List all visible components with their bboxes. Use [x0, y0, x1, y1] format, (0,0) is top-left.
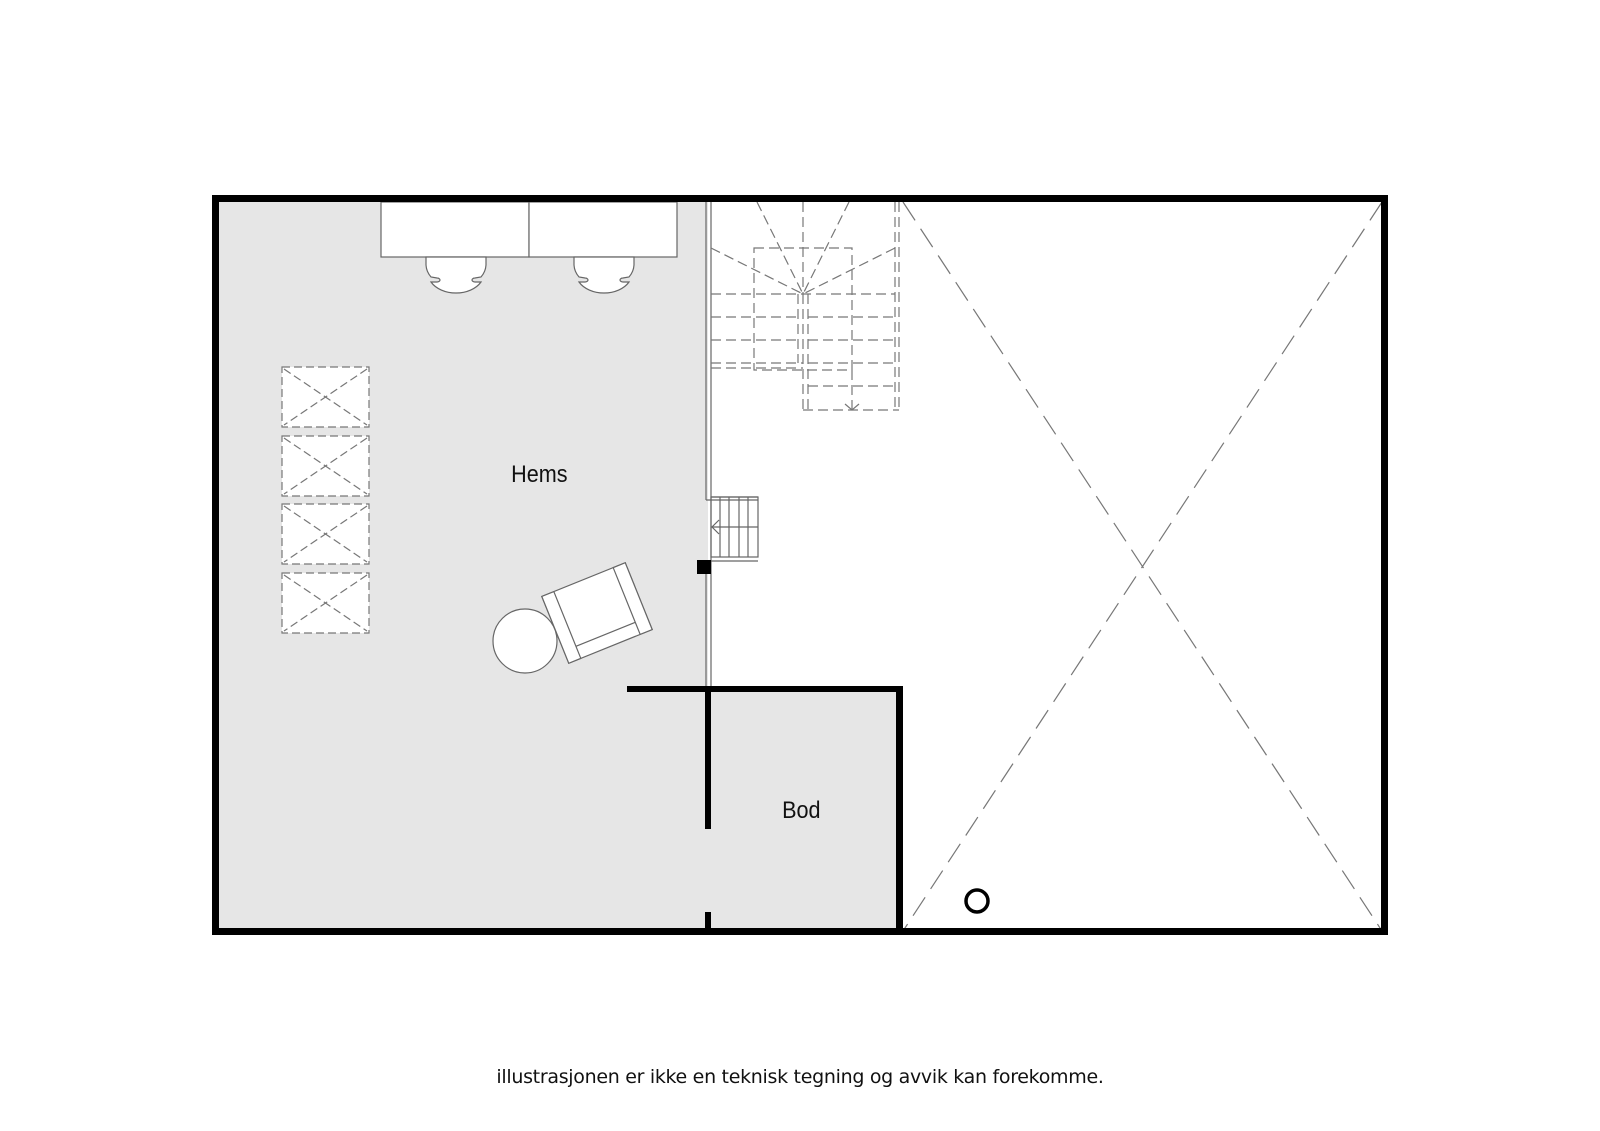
railing	[705, 202, 758, 689]
skylight-icon	[281, 435, 370, 497]
disclaimer-text: illustrasjonen er ikke en teknisk tegnin…	[496, 1066, 1104, 1088]
walls	[212, 195, 1388, 935]
wall-bod-door-stub	[705, 912, 711, 932]
wall-left	[212, 195, 219, 935]
wall-bottom	[212, 928, 1388, 935]
skylights	[281, 366, 370, 634]
hems-room	[216, 199, 708, 931]
armchair-icon	[541, 561, 653, 665]
wall-bod-top	[627, 686, 903, 692]
ladder-stair-icon	[710, 496, 759, 562]
pipe-icon	[964, 888, 990, 914]
staircase-icon	[710, 201, 900, 411]
skylight-icon	[281, 503, 370, 565]
wall-bod-left	[705, 686, 711, 829]
open-area-lower	[899, 692, 1384, 931]
office-chair-icon	[425, 256, 487, 294]
room-label-hems: Hems	[511, 461, 568, 488]
desk-icon	[380, 201, 530, 258]
open-area	[708, 199, 1384, 692]
bod-room	[708, 692, 899, 931]
open-to-below-icon	[902, 201, 1383, 932]
stair-arrow-icon	[844, 403, 860, 411]
room-label-bod: Bod	[782, 797, 821, 824]
skylight-icon	[281, 572, 370, 634]
round-table-icon	[492, 608, 558, 674]
wall-bod-right	[896, 686, 903, 935]
office-chair-icon	[573, 256, 635, 294]
wall-top	[212, 195, 1388, 202]
wall-right	[1381, 195, 1388, 935]
column-icon	[697, 560, 711, 574]
desk-icon	[528, 201, 678, 258]
skylight-icon	[281, 366, 370, 428]
office-chairs	[425, 256, 635, 294]
desks	[380, 201, 678, 258]
